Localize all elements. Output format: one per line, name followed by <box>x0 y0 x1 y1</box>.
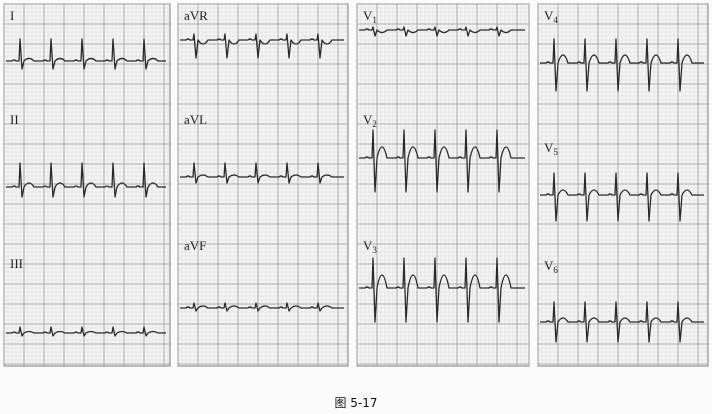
lead-label-aVL: aVL <box>184 112 207 127</box>
lead-label-II: II <box>10 112 19 127</box>
lead-label-I: I <box>10 8 14 23</box>
trace-lead-aVR <box>180 33 344 59</box>
trace-lead-V5 <box>540 172 704 222</box>
ecg-paper <box>537 3 709 367</box>
ecg-paper <box>356 3 530 367</box>
trace-lead-II <box>6 162 166 198</box>
trace-lead-V6 <box>540 301 704 343</box>
trace-lead-aVL <box>180 162 344 184</box>
lead-label-III: III <box>10 256 23 271</box>
lead-label-V4: V4 <box>544 8 558 25</box>
lead-label-V3: V3 <box>363 238 377 255</box>
lead-label-aVR: aVR <box>184 8 208 23</box>
figure-caption: 图 5-17 <box>334 396 378 410</box>
trace-lead-V1 <box>359 26 525 37</box>
lead-label-V2: V2 <box>363 112 377 129</box>
ecg-paper <box>177 3 349 367</box>
lead-label-V1: V1 <box>363 8 377 25</box>
lead-label-V5: V5 <box>544 140 558 157</box>
trace-lead-V4 <box>540 38 704 92</box>
trace-lead-aVF <box>180 302 344 312</box>
trace-lead-V2 <box>359 129 525 193</box>
trace-lead-I <box>6 38 166 70</box>
lead-label-aVF: aVF <box>184 238 206 253</box>
trace-lead-III <box>6 326 166 337</box>
lead-label-V6: V6 <box>544 258 558 275</box>
trace-lead-V3 <box>359 257 525 323</box>
panel-column-2: aVR aVL aVF <box>177 3 349 367</box>
